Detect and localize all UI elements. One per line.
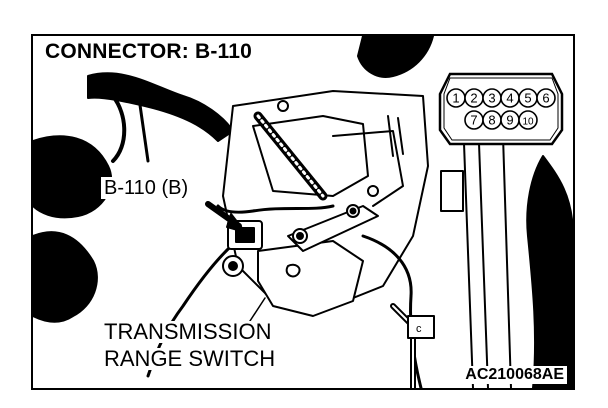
vertical-pipe-right-2 (502, 135, 512, 388)
hose-top-left (87, 72, 234, 142)
pin-label-2: 2 (470, 91, 477, 106)
figure-code: AC210068AE (462, 366, 567, 384)
hose-left (33, 135, 113, 219)
engine-bay-illustration: c (33, 36, 573, 388)
pin-label-3: 3 (488, 91, 495, 106)
block-detail-2 (332, 130, 404, 207)
mass-top-right (357, 36, 434, 78)
pin-label-6: 6 (542, 91, 549, 106)
pin-label-1: 1 (452, 91, 459, 106)
pin-label-9: 9 (506, 113, 513, 128)
pin-10 (518, 110, 538, 130)
tag-box (407, 315, 435, 339)
diagram-title: CONNECTOR: B-110 (41, 40, 257, 63)
harness-to-connector (216, 204, 335, 214)
caption-leader (247, 297, 266, 325)
component-label-line2: RANGE SWITCH (101, 348, 279, 370)
vertical-pipe-right (462, 115, 489, 388)
pin-label-8: 8 (488, 113, 495, 128)
pin-label-7: 7 (470, 113, 477, 128)
connector-label: B-110 (B) (101, 177, 192, 199)
block-detail-1 (252, 115, 369, 197)
pin-label-4: 4 (506, 91, 513, 106)
mass-left-lower (33, 231, 98, 323)
component-label-line1: TRANSMISSION (101, 321, 275, 343)
pin-label-5: 5 (524, 91, 531, 106)
bracket-right (440, 170, 464, 212)
pin-6 (536, 88, 556, 108)
mass-right-edge (526, 155, 573, 388)
pin-label-10: 10 (522, 117, 534, 128)
range-switch-body (257, 240, 364, 317)
tag-letter: c (416, 323, 422, 335)
